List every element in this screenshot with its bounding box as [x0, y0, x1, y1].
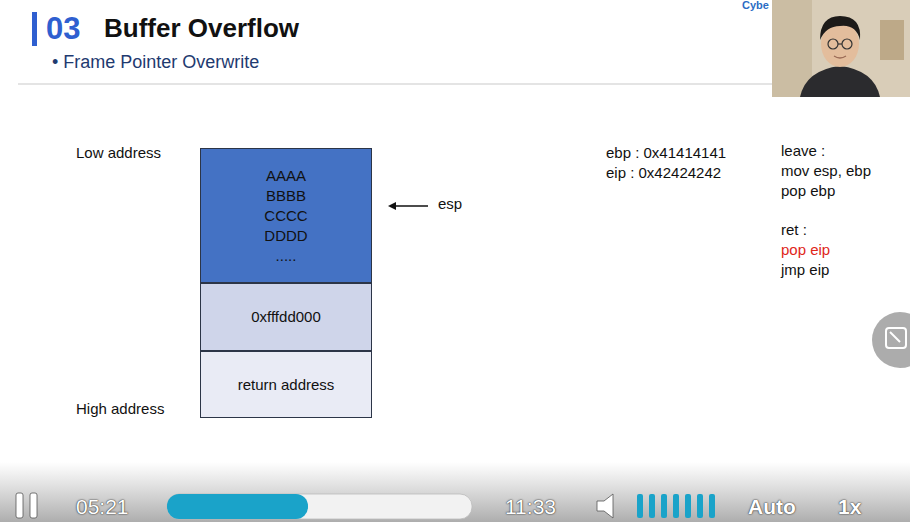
instruction: mov esp, ebp [781, 162, 871, 180]
cell-text: AAAA BBBB CCCC DDDD ..... [264, 166, 307, 266]
instruction: pop ebp [781, 182, 835, 200]
section-number: 03 [46, 10, 80, 47]
pointer-label: esp [438, 195, 462, 213]
cell-text-group: 0xfffdd000 [251, 307, 321, 327]
webcam-image [772, 0, 910, 97]
cell-text: return address [238, 375, 335, 395]
side-button [872, 312, 910, 368]
register-value: ebp : 0x41414141 [606, 144, 726, 162]
instruction-heading: ret : [781, 221, 807, 239]
cell-text-group: AAAA BBBB CCCC DDDD ..... [264, 166, 307, 266]
instruction: jmp eip [781, 261, 829, 279]
instruction-heading: leave : [781, 142, 825, 160]
elapsed-time: 05:21 [76, 494, 129, 519]
slide-title: Buffer Overflow [104, 13, 299, 44]
address-label: High address [76, 400, 164, 418]
speed-setting: 1x [838, 494, 861, 519]
register-value: eip : 0x42424242 [606, 164, 721, 182]
return-address-slot: return address [200, 351, 372, 418]
total-time: 11:33 [505, 494, 556, 519]
quality-setting: Auto [748, 494, 796, 519]
subtitle: • Frame Pointer Overwrite [52, 52, 259, 74]
cell-text-group: return address [238, 375, 335, 395]
cell-text: 0xfffdd000 [251, 307, 321, 327]
esp-pointer [388, 202, 428, 210]
speaker-icon [597, 494, 613, 518]
player-shade [0, 462, 910, 522]
address-label: Low address [76, 144, 161, 162]
stack-buffer: AAAA BBBB CCCC DDDD ..... [200, 148, 372, 283]
progress-bar [167, 494, 472, 519]
instruction-highlight: pop eip [781, 241, 830, 259]
title-bar [32, 12, 37, 46]
volume-bars [637, 494, 715, 518]
saved-frame-pointer: 0xfffdd000 [200, 283, 372, 351]
pause-icon [16, 493, 37, 518]
logo-text: Cybe [742, 0, 769, 12]
